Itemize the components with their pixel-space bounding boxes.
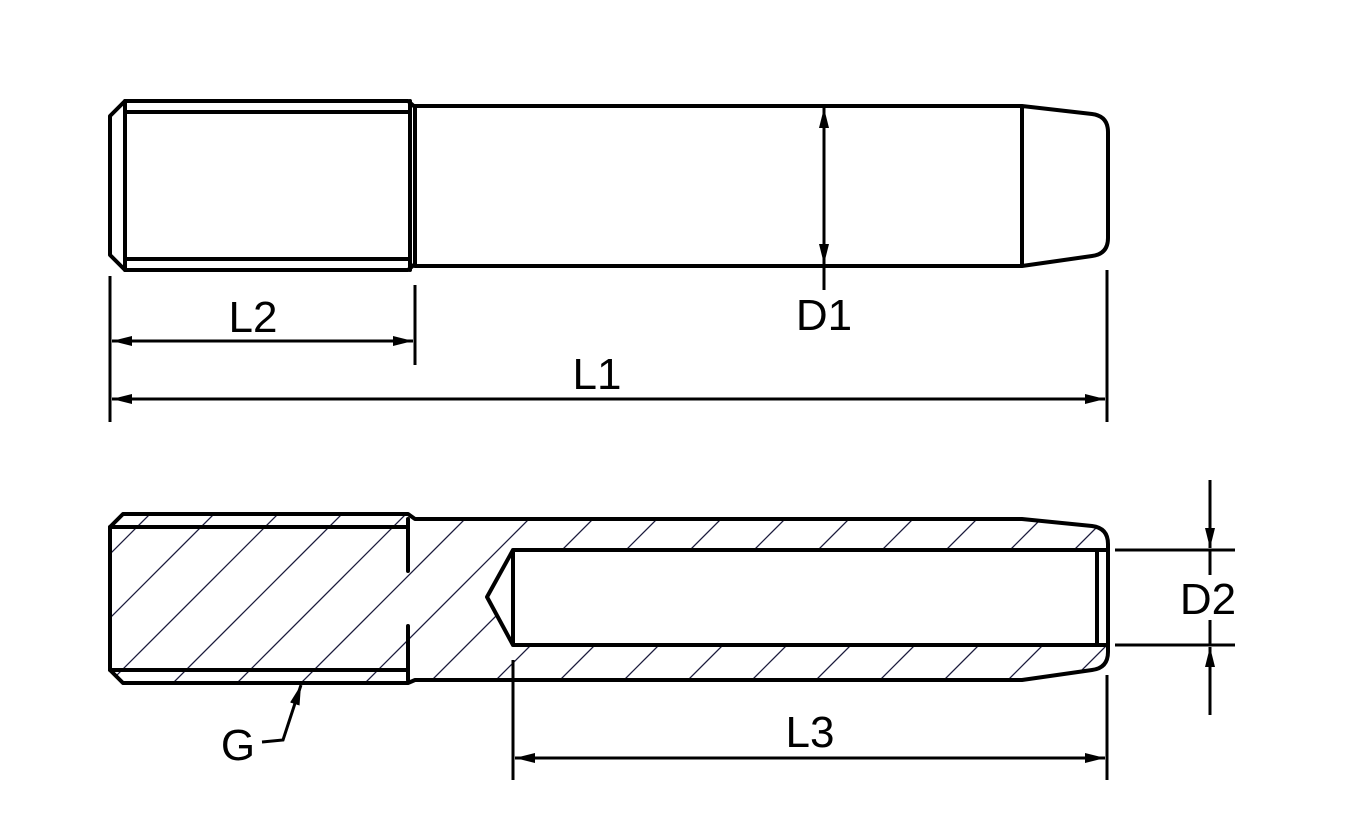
shank-outline: [413, 104, 1110, 268]
label-l3: L3: [786, 708, 835, 757]
hatch-line: [1051, 514, 1108, 683]
hatch-line: [795, 514, 997, 683]
bore-outline: [485, 548, 1110, 647]
label-d1: D1: [796, 291, 852, 340]
dimension-l1: L1: [112, 270, 1109, 422]
hatch-line: [0, 500, 100, 700]
hatch-line: [110, 514, 229, 683]
thread-minor-lines: [123, 99, 412, 272]
hatch-line: [603, 514, 805, 683]
hatch-line: [283, 514, 485, 683]
hatch-line: [347, 514, 549, 683]
section-outline: [108, 512, 1110, 685]
hatch-line: [731, 514, 933, 683]
dimension-l3: L3: [511, 660, 1109, 780]
hatch-line: [110, 514, 293, 683]
pin-side-view: [108, 99, 1110, 272]
dimension-l2: L2: [108, 276, 417, 422]
dimension-d2: D2: [1115, 480, 1236, 715]
thread-minor-lines: [108, 517, 410, 682]
pin-section-view: [108, 512, 1110, 685]
thread-callout-g: G: [221, 684, 303, 770]
dimension-d1: D1: [796, 108, 852, 340]
hatch-line: [110, 514, 165, 683]
hatch-line: [475, 514, 677, 683]
thread-outline: [108, 99, 417, 272]
label-l1: L1: [573, 350, 622, 399]
label-d2: D2: [1180, 575, 1236, 624]
hatch-line: [155, 514, 357, 683]
label-g: G: [221, 721, 255, 770]
hatch-line: [219, 514, 421, 683]
label-l2: L2: [229, 293, 278, 342]
hatch-line: [667, 514, 869, 683]
hatch-line: [859, 514, 1061, 683]
hatch-line: [1244, 500, 1368, 700]
hatch-line: [539, 514, 741, 683]
